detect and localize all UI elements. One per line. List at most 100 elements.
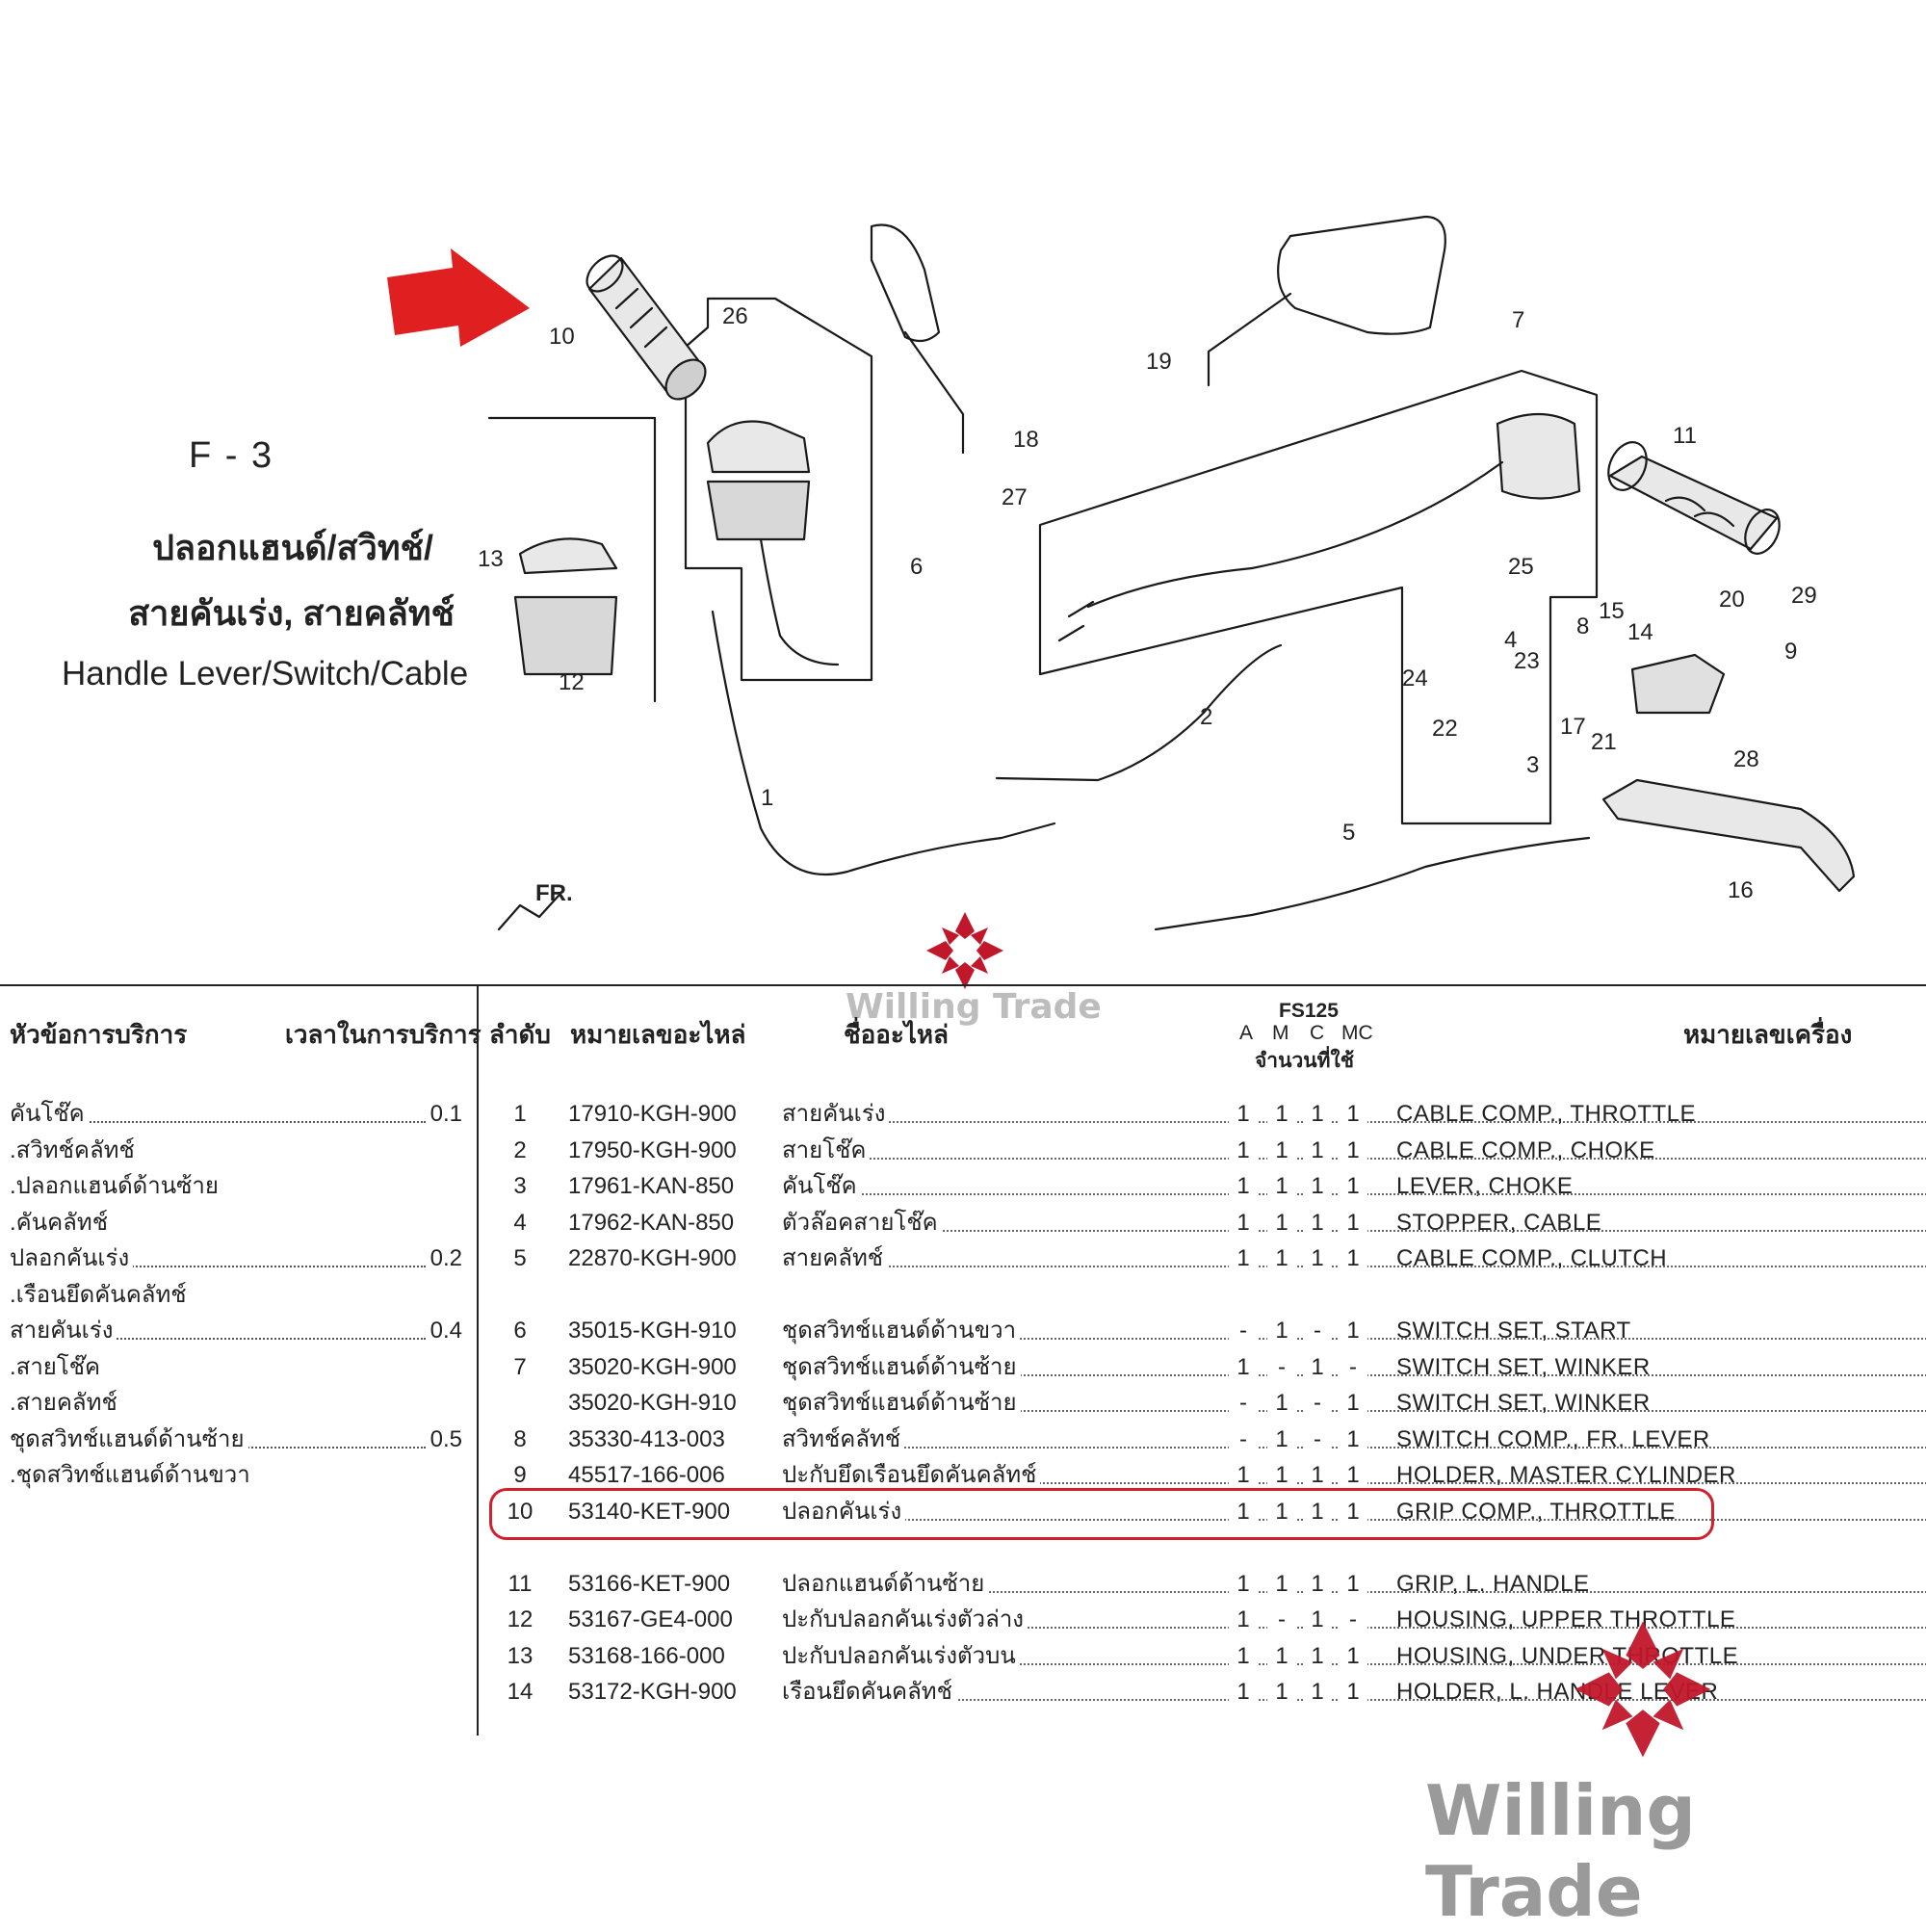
part-name-thai-text: สวิทช์คลัทช์ bbox=[782, 1425, 905, 1452]
part-number: 53140-KET-900 bbox=[568, 1498, 731, 1525]
callout-3: 3 bbox=[1526, 752, 1539, 778]
part-number: 17962-KAN-850 bbox=[568, 1209, 735, 1236]
qty-mc: 1 bbox=[1339, 1240, 1367, 1276]
service-item-text: .คันคลัทช์ bbox=[10, 1204, 112, 1240]
qty-a: 1 bbox=[1229, 1637, 1258, 1674]
title-thai-line1: ปลอกแฮนด์/สวิทช์/ bbox=[152, 528, 433, 567]
header-qty-used: จำนวนที่ใช้ bbox=[1255, 1050, 1354, 1072]
part-number: 35330-413-003 bbox=[568, 1425, 725, 1452]
header-engine-no: หมายเลขเครื่อง bbox=[1683, 1020, 1853, 1049]
qty-a: - bbox=[1229, 1421, 1258, 1457]
part-name-english: SWITCH SET, START bbox=[1396, 1318, 1631, 1344]
qty-mc: 1 bbox=[1339, 1132, 1367, 1168]
callout-13: 13 bbox=[478, 546, 504, 572]
part-name-thai-text: ชุดสวิทช์แฮนด์ด้านขวา bbox=[782, 1318, 1021, 1344]
callout-11: 11 bbox=[1673, 423, 1697, 449]
qty-a: 1 bbox=[1229, 1565, 1258, 1602]
service-item-time: 0.4 bbox=[426, 1313, 462, 1348]
throttle-grip-drawing bbox=[586, 254, 707, 401]
qty-a: 1 bbox=[1229, 1132, 1258, 1168]
service-item: .คันคลัทช์ bbox=[10, 1204, 462, 1240]
callout-16: 16 bbox=[1728, 877, 1754, 903]
qty-c: 1 bbox=[1303, 1457, 1332, 1493]
part-name-thai-text: ปะกับปลอกคันเร่งตัวล่าง bbox=[782, 1606, 1028, 1632]
header-variant-c: C bbox=[1310, 1022, 1325, 1044]
qty-mc: 1 bbox=[1339, 1096, 1367, 1132]
qty-mc: 1 bbox=[1339, 1168, 1367, 1204]
ref-number: 12 bbox=[507, 1606, 534, 1632]
part-name-english: GRIP, L. HANDLE bbox=[1396, 1570, 1590, 1597]
qty-a: 1 bbox=[1229, 1168, 1258, 1204]
part-number: 17910-KGH-900 bbox=[568, 1101, 737, 1127]
callout-7: 7 bbox=[1512, 307, 1524, 333]
service-item: .สายคลัทช์ bbox=[10, 1385, 462, 1421]
qty-m: 1 bbox=[1267, 1132, 1296, 1168]
qty-mc: 1 bbox=[1339, 1674, 1367, 1710]
part-number: 17961-KAN-850 bbox=[568, 1173, 735, 1199]
qty-a: 1 bbox=[1229, 1204, 1258, 1240]
service-item-text: ปลอกคันเร่ง bbox=[10, 1240, 134, 1276]
qty-mc: - bbox=[1339, 1602, 1367, 1637]
callout-28: 28 bbox=[1733, 746, 1759, 772]
dot-leader bbox=[10, 1313, 426, 1340]
qty-a: 1 bbox=[1229, 1674, 1258, 1710]
service-item-text: .เรือนยึดคันคลัทช์ bbox=[10, 1276, 191, 1313]
part-name-thai-text: สายคันเร่ง bbox=[782, 1101, 890, 1127]
service-item-text: .ปลอกแฮนด์ด้านซ้าย bbox=[10, 1168, 222, 1204]
qty-a: 1 bbox=[1229, 1457, 1258, 1493]
callout-8: 8 bbox=[1576, 614, 1589, 640]
brand-logo-icon bbox=[926, 912, 1003, 989]
qty-m: 1 bbox=[1267, 1385, 1296, 1421]
qty-m: 1 bbox=[1267, 1637, 1296, 1674]
qty-m: 1 bbox=[1267, 1168, 1296, 1204]
qty-c: 1 bbox=[1303, 1565, 1332, 1602]
part-name-thai-text: ปะกับยึดเรือนยึดคันคลัทช์ bbox=[782, 1462, 1041, 1488]
callout-labels: 1 2 3 4 5 6 7 8 9 10 11 12 13 14 15 16 1… bbox=[478, 303, 1817, 906]
qty-m: 1 bbox=[1267, 1457, 1296, 1493]
ref-number: 13 bbox=[507, 1642, 534, 1669]
callout-2: 2 bbox=[1200, 704, 1212, 730]
qty-mc: - bbox=[1339, 1348, 1367, 1385]
callout-17: 17 bbox=[1560, 714, 1586, 740]
service-item: .ชุดสวิทช์แฮนด์ด้านขวา bbox=[10, 1457, 462, 1493]
header-part-name: ชื่ออะไหล่ bbox=[844, 1020, 949, 1049]
callout-19: 19 bbox=[1146, 349, 1172, 375]
part-number: 53167-GE4-000 bbox=[568, 1606, 733, 1632]
qty-c: 1 bbox=[1303, 1674, 1332, 1710]
ref-number: 14 bbox=[507, 1679, 534, 1705]
qty-c: 1 bbox=[1303, 1493, 1332, 1529]
part-name-thai-text: ปะกับปลอกคันเร่งตัวบน bbox=[782, 1642, 1020, 1669]
qty-c: 1 bbox=[1303, 1132, 1332, 1168]
part-number: 35020-KGH-900 bbox=[568, 1353, 737, 1380]
service-item-text: ชุดสวิทช์แฮนด์ด้านซ้าย bbox=[10, 1421, 248, 1457]
callout-25: 25 bbox=[1508, 554, 1534, 580]
service-item-text: .สายคลัทช์ bbox=[10, 1385, 121, 1421]
qty-mc: 1 bbox=[1339, 1204, 1367, 1240]
header-variant-m: M bbox=[1272, 1022, 1289, 1044]
qty-m: - bbox=[1267, 1602, 1296, 1637]
qty-m: 1 bbox=[1267, 1674, 1296, 1710]
part-number: 35020-KGH-910 bbox=[568, 1390, 737, 1416]
service-item: .เรือนยึดคันคลัทช์ bbox=[10, 1276, 462, 1313]
qty-a: 1 bbox=[1229, 1602, 1258, 1637]
part-number: 17950-KGH-900 bbox=[568, 1136, 737, 1163]
qty-mc: 1 bbox=[1339, 1421, 1367, 1457]
left-grip-drawing bbox=[1607, 441, 1781, 555]
part-name-english: GRIP COMP., THROTTLE bbox=[1396, 1498, 1677, 1525]
part-name-english: SWITCH SET, WINKER bbox=[1396, 1390, 1651, 1416]
callout-21: 21 bbox=[1591, 729, 1617, 755]
qty-m: 1 bbox=[1267, 1096, 1296, 1132]
qty-a: - bbox=[1229, 1385, 1258, 1421]
part-name-english: CABLE COMP., CLUTCH bbox=[1396, 1245, 1668, 1271]
ref-number: 6 bbox=[513, 1318, 527, 1344]
callout-27: 27 bbox=[1002, 484, 1028, 510]
